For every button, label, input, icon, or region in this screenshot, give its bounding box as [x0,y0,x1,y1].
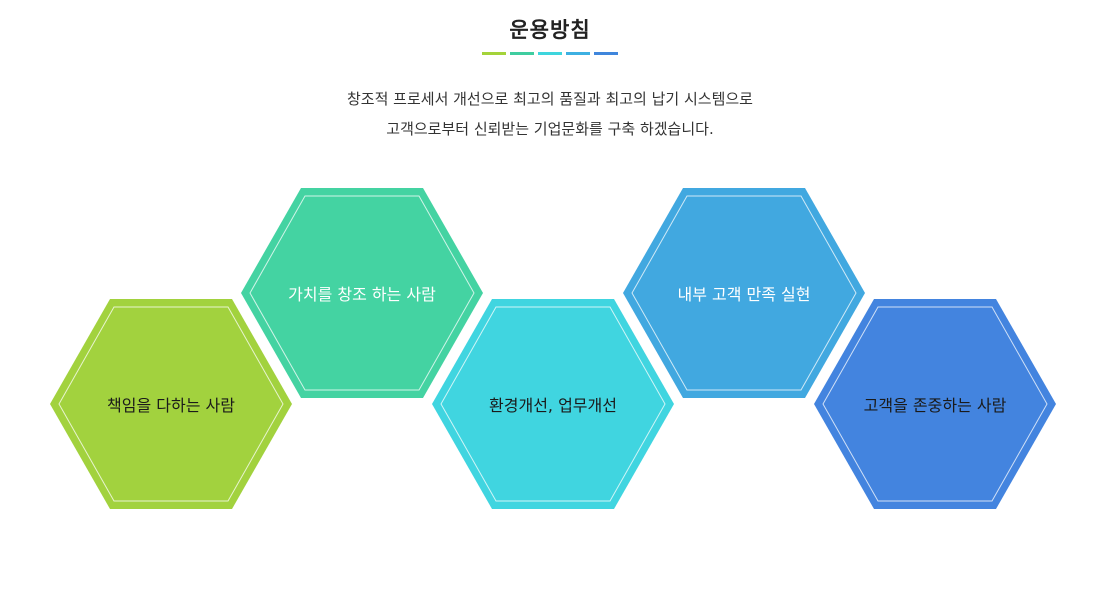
hexagon-label: 고객을 존중하는 사람 [863,396,1007,415]
hexagon-value-creation: 가치를 창조 하는 사람 [241,188,483,398]
hexagon-customer-respect: 고객을 존중하는 사람 [814,299,1056,509]
title-underline [482,52,618,55]
hexagon-improvement: 환경개선, 업무개선 [432,299,674,509]
underline-segment [566,52,590,55]
underline-segment [482,52,506,55]
hexagon-shape [50,299,292,509]
page-title: 운용방침 [509,18,591,42]
description: 창조적 프로세서 개선으로 최고의 품질과 최고의 납기 시스템으로 고객으로부… [0,84,1100,144]
hexagon-internal-satisfaction: 내부 고객 만족 실현 [623,188,865,398]
description-line-2: 고객으로부터 신뢰받는 기업문화를 구축 하겠습니다. [386,120,714,138]
hexagon-shape [814,299,1056,509]
hexagon-label: 가치를 창조 하는 사람 [288,285,436,304]
hexagon-label: 내부 고객 만족 실현 [677,285,811,304]
hexagon-shape [432,299,674,509]
hexagon-label: 환경개선, 업무개선 [489,396,617,415]
hexagon-responsibility: 책임을 다하는 사람 [50,299,292,509]
hexagon-shape [623,188,865,398]
hexagon-label: 책임을 다하는 사람 [107,396,235,415]
description-line-1: 창조적 프로세서 개선으로 최고의 품질과 최고의 납기 시스템으로 [347,90,753,108]
underline-segment [594,52,618,55]
hexagon-shape [241,188,483,398]
underline-segment [510,52,534,55]
underline-segment [538,52,562,55]
